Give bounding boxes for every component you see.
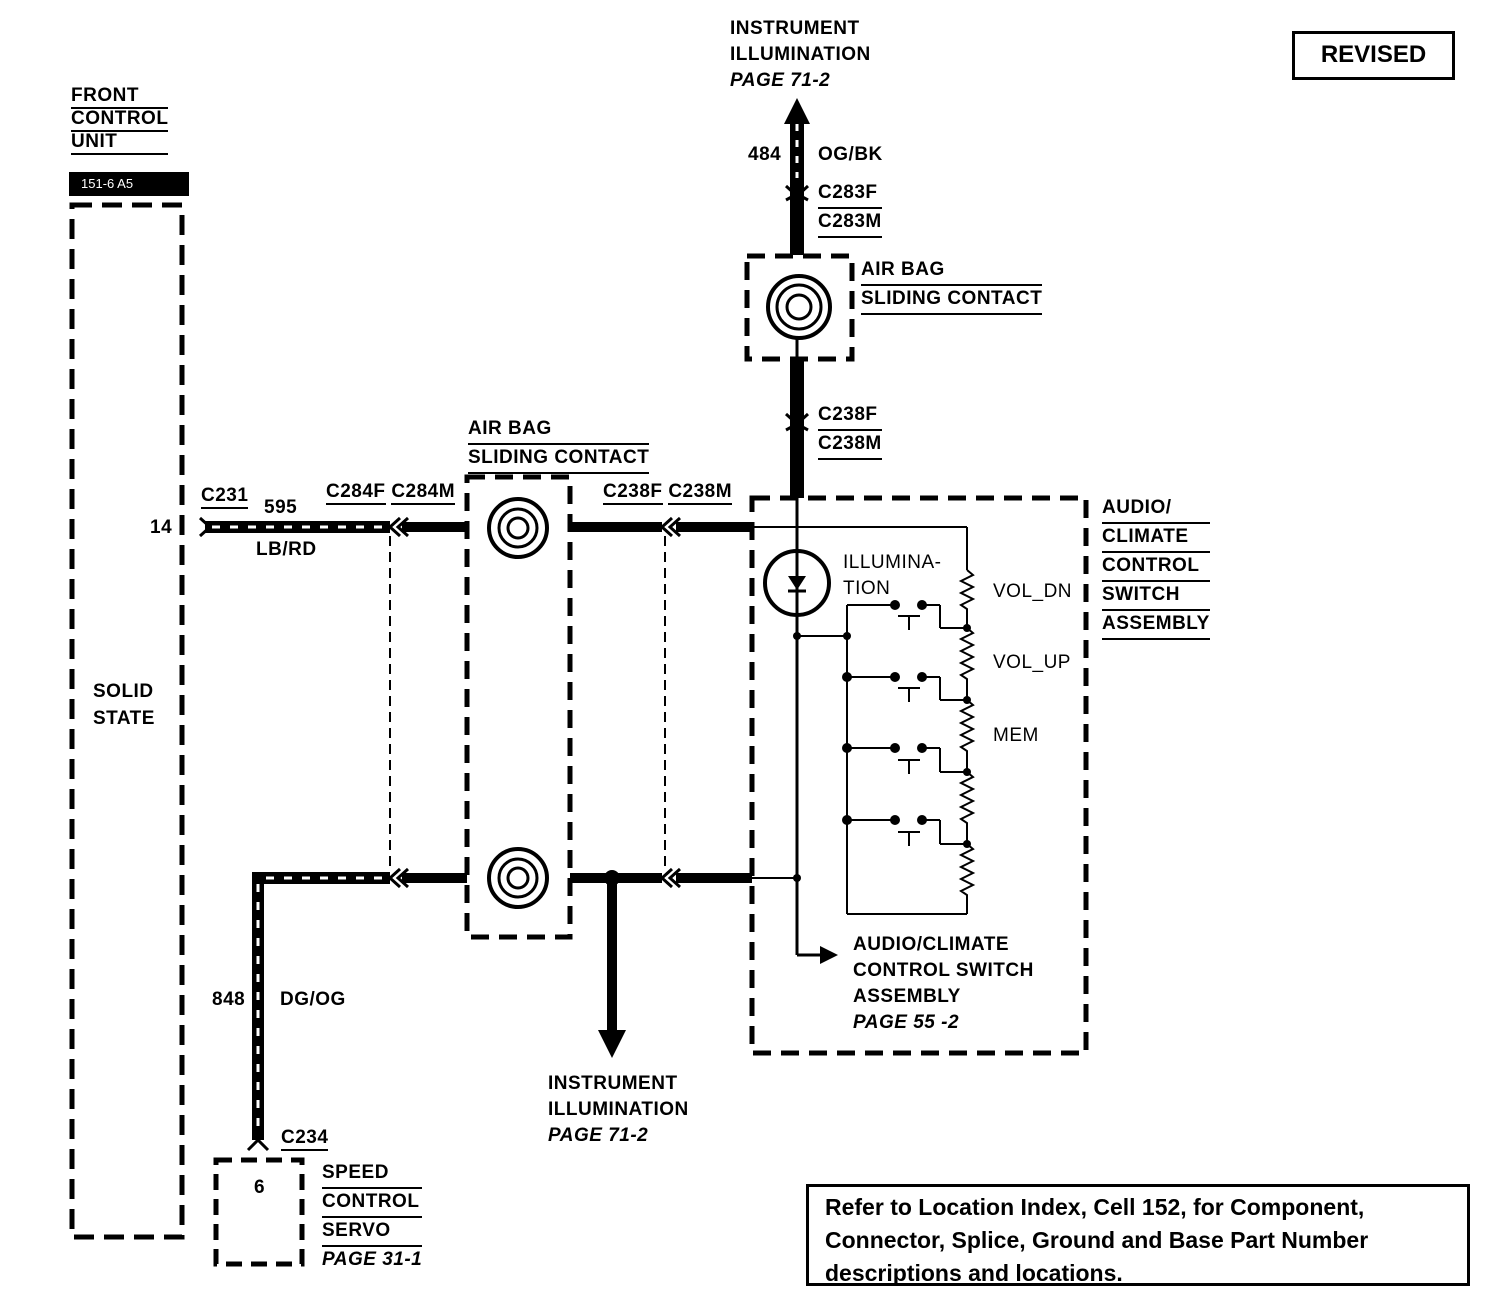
connector-c283 [784,184,810,202]
airbag-left-title: AIR BAG SLIDING CONTACT [468,416,650,474]
c283m-label: C283M [818,209,882,238]
assembly-ref-line-1: AUDIO/CLIMATE [853,934,1010,955]
top-dest-line-1: INSTRUMENT [730,18,860,39]
top-dest-page: PAGE 71-2 [730,70,831,91]
bottom-dest-line-1: INSTRUMENT [548,1073,678,1094]
connector-c238-mid-top [659,516,682,538]
top-dest-line-2: ILLUMINATION [730,44,871,65]
wire-595-circuit: 595 [264,497,298,518]
wire-848-circuit: 848 [212,989,246,1010]
assembly-reference: AUDIO/CLIMATE CONTROL SWITCH ASSEMBLY PA… [853,932,1034,1036]
servo-box [213,1157,305,1267]
top-destination: INSTRUMENT ILLUMINATION PAGE 71-2 [730,16,871,94]
c238m-mid-label: C238M [668,482,733,505]
fcu-pin: 14 [150,517,173,538]
c284-labels: C284F C284M [326,482,456,505]
servo-page: PAGE 31-1 [322,1249,423,1270]
assembly-box [749,495,1089,1056]
wire-595-color: LB/RD [256,539,317,560]
switch-label-vol-up: VOL_UP [993,652,1071,673]
assembly-title-line-2: CLIMATE [1102,524,1210,553]
fcu-title-line-2: CONTROL [71,109,169,132]
arrow-down-bottom [598,1030,626,1058]
servo-pin: 6 [254,1177,266,1198]
c284m-label: C284M [391,482,456,505]
c234-text: C234 [281,1128,329,1151]
wire-848-color: DG/OG [280,989,346,1010]
bottom-destination: INSTRUMENT ILLUMINATION PAGE 71-2 [548,1071,689,1149]
airbag-top-box [744,253,855,362]
fcu-body: SOLID STATE [93,678,155,732]
c238f-top-label: C238F [818,402,882,431]
c231-text: C231 [201,486,249,509]
illumination-line-1: ILLUMINA- [843,552,942,573]
connector-c238-top [784,412,810,432]
c238m-top-label: C238M [818,431,882,460]
airbag-top-line-2: SLIDING CONTACT [861,286,1043,315]
airbag-top-title: AIR BAG SLIDING CONTACT [861,257,1043,315]
servo-title-line-1: SPEED [322,1160,423,1189]
servo-title-line-3: SERVO [322,1218,423,1247]
airbag-left-box [464,474,573,940]
illumination-line-2: TION [843,578,891,599]
connector-c284-top [387,516,410,538]
c238f-mid-label: C238F [603,482,663,505]
switch-mem [842,743,967,774]
bottom-dest-page: PAGE 71-2 [548,1125,649,1146]
front-control-unit-title: FRONT CONTROL UNIT [71,86,169,155]
illumination-lamp [763,549,831,617]
wire-484-color: OG/BK [818,144,883,165]
airbag-left-line-1: AIR BAG [468,416,650,445]
fcu-reference: 151-6 A5 [69,172,189,196]
arrow-right-assembly [820,946,838,964]
switch-fourth [842,815,967,846]
connector-c238-mid-bottom [659,867,682,889]
c283f-label: C283F [818,180,882,209]
assembly-ref-line-3: ASSEMBLY [853,986,961,1007]
location-index-note: Refer to Location Index, Cell 152, for C… [806,1184,1470,1286]
bottom-dest-line-2: ILLUMINATION [548,1099,689,1120]
assembly-title-line-5: ASSEMBLY [1102,611,1210,640]
c284f-label: C284F [326,482,386,505]
assembly-ref-page: PAGE 55 -2 [853,1012,960,1033]
illumination-label: ILLUMINA- TION [843,550,941,602]
assembly-ref-line-2: CONTROL SWITCH [853,960,1034,981]
switch-vol-dn [847,600,967,630]
c231-label: C231 [201,486,249,509]
fcu-title-line-1: FRONT [71,86,169,109]
connector-c284-bottom [387,867,410,889]
assembly-title: AUDIO/ CLIMATE CONTROL SWITCH ASSEMBLY [1102,495,1210,640]
fcu-body-line-1: SOLID [93,681,154,702]
switch-label-vol-dn: VOL_DN [993,581,1073,602]
airbag-left-line-2: SLIDING CONTACT [468,445,650,474]
switch-label-mem: MEM [993,725,1039,746]
c238-labels: C238F C238M [603,482,733,505]
connector-c238-labels: C238F C238M [818,402,882,460]
fcu-title-line-3: UNIT [71,132,169,155]
arrow-up-top [784,98,810,124]
c234-label: C234 [281,1128,329,1151]
connector-c283-labels: C283F C283M [818,180,882,238]
fcu-body-line-2: STATE [93,708,155,729]
assembly-title-line-3: CONTROL [1102,553,1210,582]
revised-label: REVISED [1292,31,1455,80]
airbag-top-line-1: AIR BAG [861,257,1043,286]
switch-vol-up [842,672,967,702]
assembly-title-line-1: AUDIO/ [1102,495,1210,524]
wire-484-circuit: 484 [748,144,782,165]
servo-title-line-2: CONTROL [322,1189,423,1218]
servo-title: SPEED CONTROL SERVO PAGE 31-1 [322,1160,423,1273]
resistor-chain [958,569,976,914]
assembly-title-line-4: SWITCH [1102,582,1210,611]
